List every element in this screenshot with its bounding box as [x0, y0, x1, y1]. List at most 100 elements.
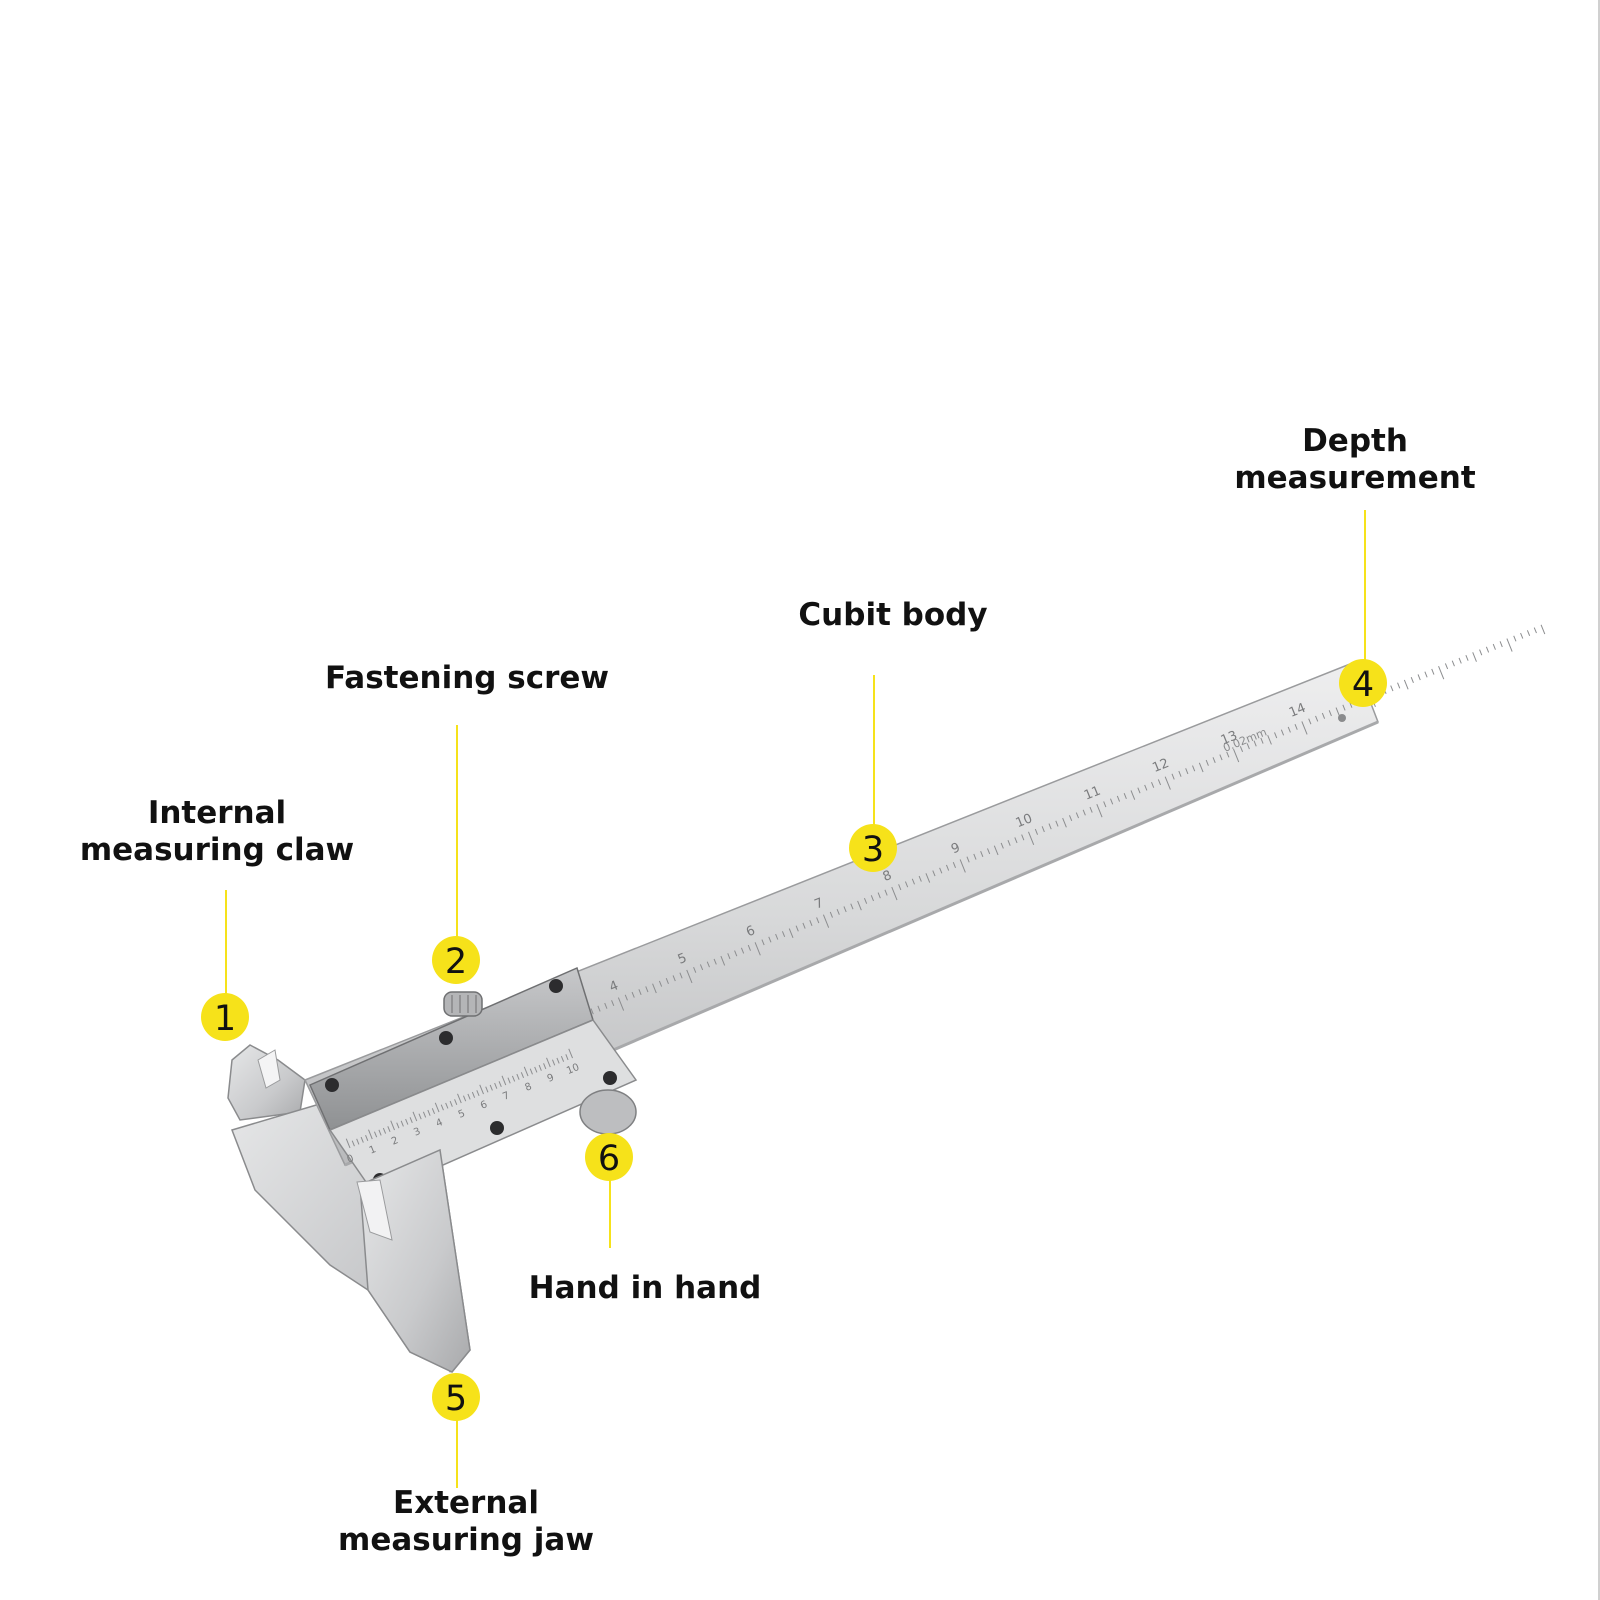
main-scale-tick	[1144, 784, 1148, 791]
vernier-scale-tick	[454, 1099, 458, 1106]
main-scale-tick	[904, 881, 909, 888]
main-scale-tick	[1465, 654, 1469, 661]
label-fastening-screw: Fastening screw	[324, 660, 610, 696]
main-scale-tick	[1075, 812, 1080, 819]
callout-marker-2: 2	[432, 936, 480, 984]
main-scale-tick	[1520, 632, 1524, 639]
vernier-scale-tick	[356, 1138, 360, 1145]
vernier-scale-tick	[422, 1111, 427, 1118]
slider-screw	[603, 1071, 617, 1085]
main-scale-tick	[1246, 743, 1250, 750]
vernier-scale-tick	[390, 1120, 395, 1131]
main-scale-tick	[1110, 798, 1114, 805]
main-scale-tick	[884, 889, 888, 896]
vernier-scale-number: 7	[501, 1090, 511, 1103]
vernier-scale-tick	[434, 1102, 440, 1113]
vernier-scale-tick	[373, 1131, 378, 1138]
main-scale-tick	[590, 1008, 594, 1015]
main-scale-tick	[1069, 815, 1073, 822]
main-scale-tick	[891, 886, 898, 901]
main-scale-tick	[1014, 837, 1018, 844]
main-scale-tick	[1233, 748, 1240, 763]
main-scale-number: 10	[1014, 811, 1035, 831]
vernier-scale-tick	[556, 1057, 560, 1064]
main-scale-tick	[1438, 665, 1445, 680]
main-scale-tick	[850, 903, 854, 910]
vernier-scale-tick	[534, 1066, 538, 1073]
main-scale-tick	[1041, 826, 1045, 833]
main-scale-number: 11	[1082, 784, 1103, 804]
main-scale-tick	[1157, 779, 1162, 786]
vernier-scale-tick	[485, 1086, 489, 1093]
main-scale-tick	[597, 1005, 601, 1012]
main-scale-tick	[1185, 768, 1189, 775]
main-scale-tick	[1315, 715, 1319, 722]
main-scale-tick	[945, 864, 950, 871]
label-internal-measuring-claw: Internal measuring claw	[79, 795, 355, 868]
main-scale-tick	[611, 1000, 615, 1007]
main-scale-tick	[693, 966, 697, 973]
vernier-scale-ticks	[345, 1048, 573, 1149]
label-cubit-body: Cubit body	[798, 597, 988, 633]
main-scale-tick	[1390, 685, 1394, 692]
main-scale-tick	[1253, 740, 1257, 747]
vernier-scale-tick	[440, 1104, 444, 1111]
slider-lower-jaw	[359, 1148, 471, 1373]
main-scale-tick	[966, 856, 970, 863]
main-scale-tick	[1451, 660, 1455, 667]
main-scale-tick	[679, 972, 683, 979]
main-scale-tick	[1028, 831, 1035, 846]
main-scale-tick	[1342, 704, 1346, 711]
main-scale-tick	[925, 873, 931, 883]
slider-screw	[325, 1078, 339, 1092]
vernier-scale-tick	[479, 1084, 484, 1095]
marker-number: 4	[1352, 665, 1374, 705]
main-scale-tick	[1301, 721, 1308, 735]
vernier-scale-tick	[365, 1135, 369, 1141]
main-scale-tick	[939, 867, 943, 874]
main-scale-tick	[1492, 643, 1496, 650]
vernier-scale-tick	[467, 1093, 471, 1100]
vernier-scale-tick	[412, 1111, 418, 1122]
vernier-scale-tick	[418, 1113, 422, 1120]
main-scale-tick	[1130, 790, 1136, 800]
main-scale-tick	[1274, 732, 1278, 739]
main-scale-tick	[658, 980, 663, 987]
main-scale-tick	[1506, 638, 1513, 652]
vernier-scale-tick	[396, 1122, 400, 1129]
main-scale-tick	[1171, 773, 1175, 780]
vernier-scale-tick	[463, 1095, 467, 1102]
vernier-scale-number: 8	[524, 1081, 534, 1094]
vernier-scale-tick	[501, 1075, 507, 1086]
callout-marker-4: 4	[1339, 659, 1387, 707]
vernier-scale-number: 1	[368, 1144, 378, 1157]
vernier-scale-tick	[400, 1120, 404, 1127]
main-scale-tick	[1062, 817, 1067, 828]
vernier-scale-tick	[507, 1077, 511, 1084]
vernier-scale-number: 10	[565, 1062, 581, 1077]
main-scale-tick	[617, 997, 625, 1011]
main-scale-tick	[604, 1002, 608, 1009]
main-scale-tick	[1089, 806, 1093, 813]
vernier-scale-tick	[471, 1091, 476, 1098]
main-scale-tick	[1540, 624, 1546, 635]
main-scale-tick	[1198, 762, 1204, 773]
main-scale-tick	[1458, 657, 1462, 664]
main-scale-tick	[747, 944, 751, 951]
vernier-scale-tick	[445, 1102, 449, 1109]
thumb-wheel	[579, 1089, 637, 1135]
vernier-scale-tick	[405, 1118, 409, 1125]
vernier-scale-tick	[409, 1117, 413, 1124]
main-scale-tick	[699, 964, 704, 971]
main-scale-tick	[1151, 781, 1155, 788]
fastening-screw-knob	[443, 991, 483, 1017]
vernier-scale-number: 0	[346, 1153, 356, 1166]
main-scale-tick	[631, 991, 635, 998]
slider-screw	[439, 1031, 453, 1045]
main-scale-tick	[686, 969, 693, 984]
main-scale-tick	[1164, 776, 1171, 790]
main-scale-tick	[1021, 834, 1025, 841]
main-scale-tick	[1212, 757, 1216, 764]
vernier-scale-tick	[498, 1081, 502, 1088]
